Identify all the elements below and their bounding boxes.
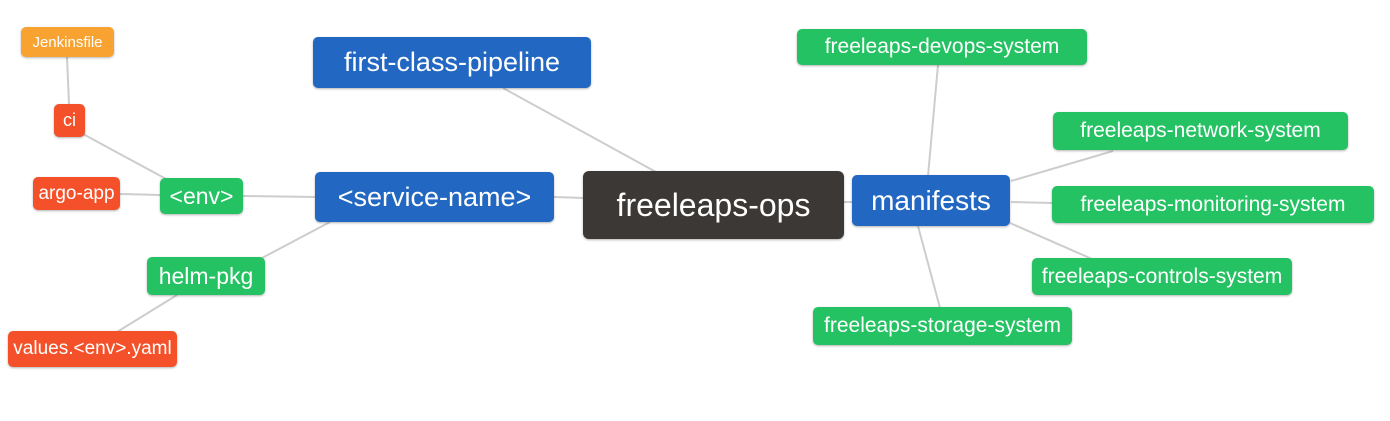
node-freeleaps-ops[interactable]: freeleaps-ops	[583, 171, 844, 239]
edge-jenkinsfile-ci	[66, 56, 70, 105]
node-ci[interactable]: ci	[54, 104, 85, 137]
edge-env-service-name	[242, 195, 316, 198]
edge-ci-env	[82, 133, 169, 181]
node-freeleaps-network-system[interactable]: freeleaps-network-system	[1053, 112, 1348, 150]
edge-service-name-helm-pkg	[261, 221, 331, 259]
edge-first-class-pipeline-freeleaps-ops	[502, 87, 657, 173]
node-helm-pkg[interactable]: helm-pkg	[147, 257, 265, 295]
node-freeleaps-storage-system[interactable]: freeleaps-storage-system	[813, 307, 1072, 345]
edge-manifests-monitoring-system	[1010, 201, 1054, 204]
edge-manifests-devops-system	[927, 64, 939, 177]
node-manifests[interactable]: manifests	[852, 175, 1010, 226]
node-jenkinsfile[interactable]: Jenkinsfile	[21, 27, 114, 57]
edge-helm-pkg-values-env-yaml	[116, 294, 178, 333]
node-argo-app[interactable]: argo-app	[33, 177, 120, 210]
edge-manifests-controls-system	[1009, 222, 1093, 260]
node-values-env-yaml[interactable]: values.<env>.yaml	[8, 331, 177, 367]
node-env[interactable]: <env>	[160, 178, 243, 214]
node-freeleaps-monitoring-system[interactable]: freeleaps-monitoring-system	[1052, 186, 1374, 223]
node-freeleaps-controls-system[interactable]: freeleaps-controls-system	[1032, 258, 1292, 295]
edge-manifests-network-system	[1010, 150, 1114, 182]
edge-service-name-freeleaps-ops	[553, 196, 585, 199]
edge-manifests-storage-system	[917, 225, 941, 309]
node-freeleaps-devops-system[interactable]: freeleaps-devops-system	[797, 29, 1087, 65]
node-service-name[interactable]: <service-name>	[315, 172, 554, 222]
node-first-class-pipeline[interactable]: first-class-pipeline	[313, 37, 591, 88]
edge-argo-app-env	[119, 193, 161, 196]
